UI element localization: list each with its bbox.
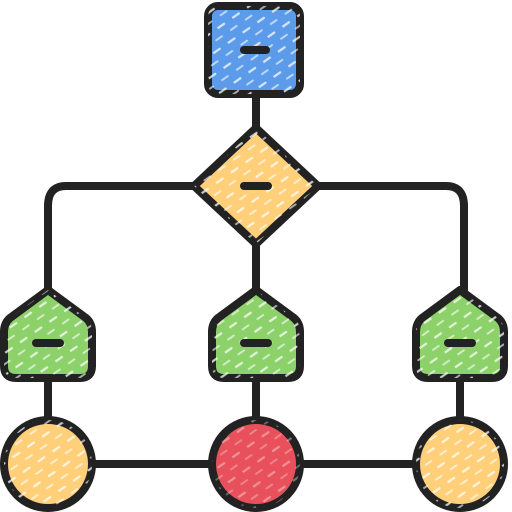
edge-decision-process-left	[44, 182, 200, 294]
end-node-center	[208, 416, 304, 512]
start-node	[204, 2, 304, 98]
end-node-left	[0, 416, 96, 512]
decision-node	[190, 124, 322, 248]
process-node-center	[208, 286, 304, 382]
process-node-left	[0, 286, 96, 382]
process-node-right	[412, 286, 508, 382]
end-node-right	[412, 416, 508, 512]
edge-decision-process-right	[312, 182, 468, 294]
